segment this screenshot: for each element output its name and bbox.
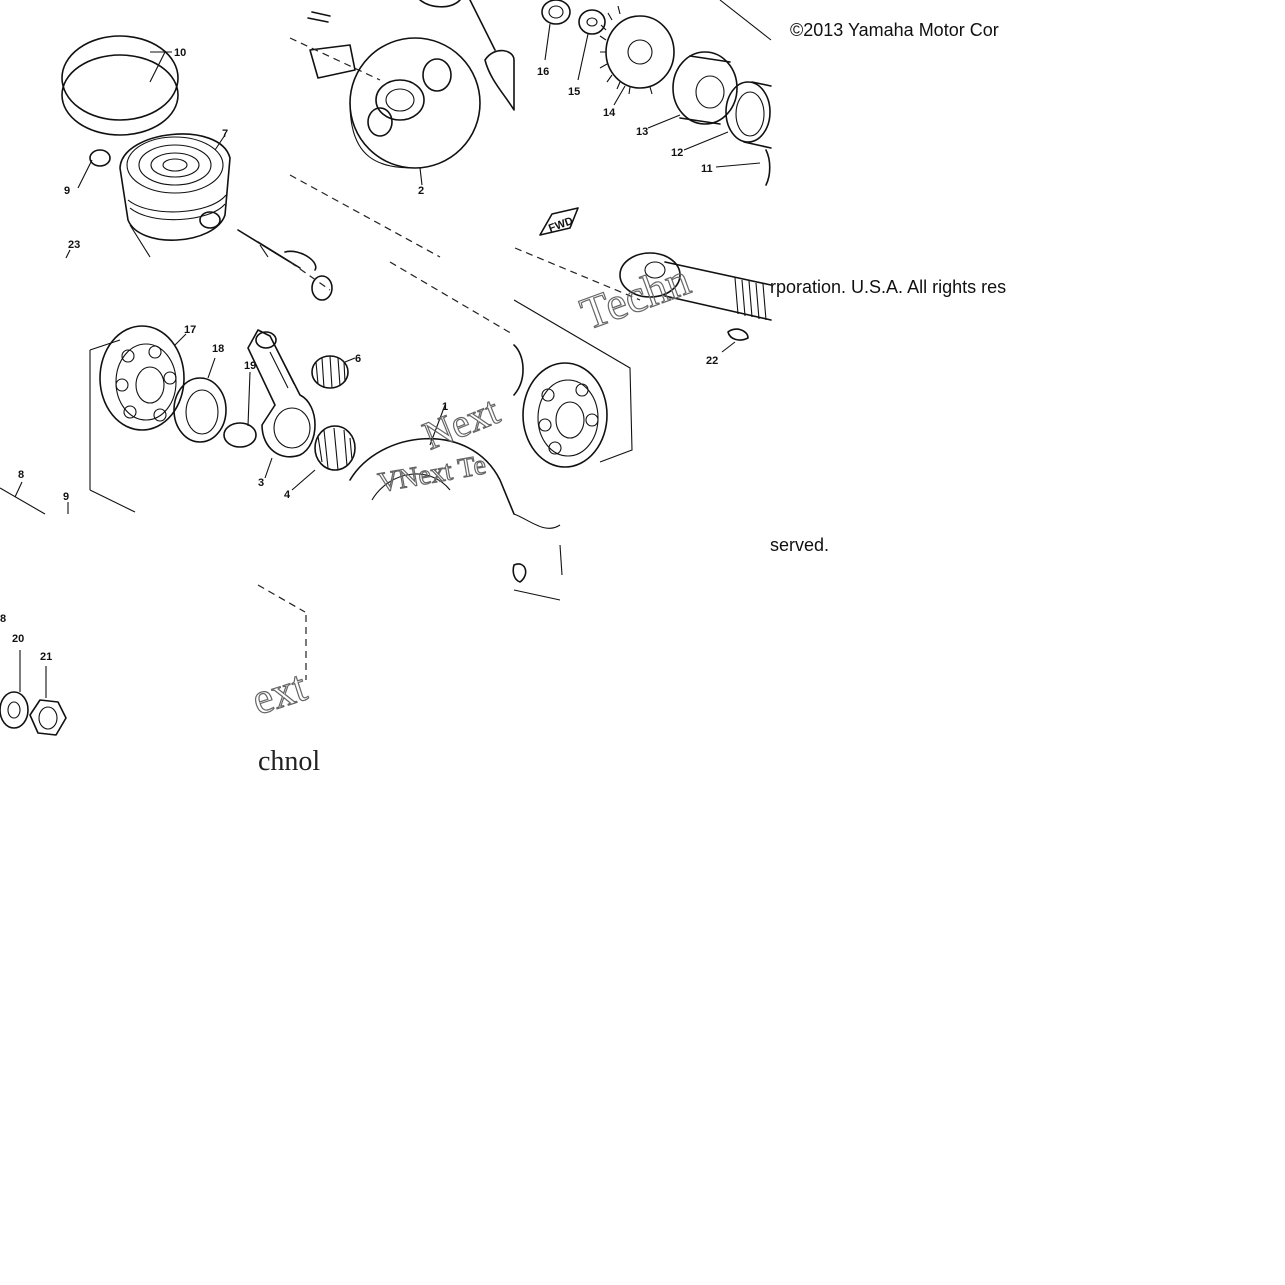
tile-piston: 10 7 9 23	[61, 35, 231, 259]
part-label-13: 13	[636, 126, 648, 138]
part-label-9: 9	[64, 185, 70, 197]
part-label-9b: 9	[63, 491, 69, 503]
part-label-21: 21	[40, 651, 52, 663]
nut-21	[29, 699, 67, 736]
part-label-18: 18	[212, 343, 224, 355]
fwd-arrow: FWD	[539, 207, 579, 236]
watermark-ext: ext	[246, 661, 312, 724]
copyright-line-1: ©2013 Yamaha Motor Cor	[790, 20, 999, 40]
nut-16	[541, 0, 571, 25]
oil-seal-18	[173, 377, 227, 443]
tile-conrod: 3 6 4 1 VNext Te Next	[247, 250, 515, 515]
woodruff-key-22	[727, 328, 749, 341]
part-label-20: 20	[12, 633, 24, 645]
part-label-2: 2	[418, 185, 424, 197]
bearing-partial	[484, 49, 515, 111]
part-label-6: 6	[355, 353, 361, 365]
part-label-8b: 8	[0, 613, 6, 625]
part-label-17: 17	[184, 324, 196, 336]
part-label-16: 16	[537, 66, 549, 78]
connecting-rod-3	[247, 329, 316, 458]
tile-gear-seal: 16 15 14 13 12 11 FWD	[537, 0, 772, 236]
collar-13	[672, 51, 738, 125]
crank-pin-shaft	[309, 44, 356, 79]
part-label-4: 4	[284, 489, 291, 501]
needle-bearing-4	[314, 425, 356, 471]
circlip	[89, 149, 111, 167]
crank-web-right-1	[349, 437, 515, 515]
part-label-10: 10	[174, 47, 186, 59]
bearing-right	[522, 362, 608, 468]
watermark-techn: Techn	[574, 253, 696, 339]
tile-crank-web: 2	[259, 0, 515, 258]
crankshaft-end	[619, 252, 772, 321]
clip	[311, 275, 333, 301]
part-label-15: 15	[568, 86, 580, 98]
crank-web-left	[349, 37, 481, 169]
needle-bearing-6	[311, 355, 349, 389]
part-label-12: 12	[671, 147, 683, 159]
copyright-line-2: rporation. U.S.A. All rights res	[770, 277, 1007, 297]
part-label-19: 19	[244, 360, 256, 372]
washer-20	[0, 691, 29, 729]
washer-15	[578, 9, 606, 35]
piston: 7	[119, 128, 231, 241]
part-label-8: 8	[18, 469, 24, 481]
bearing-17	[99, 325, 185, 431]
tile-bearing-right: 22 Techn	[513, 247, 772, 468]
piston-ring-upper	[61, 35, 179, 121]
part-label-11: 11	[701, 163, 713, 175]
part-label-7: 7	[222, 128, 228, 140]
drive-gear-14	[599, 5, 675, 95]
oil-seal-12	[725, 81, 772, 149]
key	[307, 11, 331, 23]
svg-text:FWD: FWD	[547, 215, 575, 235]
tile-bearing-left: 17 18 19 8 9	[0, 229, 301, 515]
watermark-chnol: chnol	[258, 746, 320, 777]
watermark-next: Next	[417, 387, 506, 458]
tile-lower-fragments: ext chnol 20 21 8	[0, 513, 563, 777]
part-label-22: 22	[706, 355, 718, 367]
washer-19	[223, 422, 257, 448]
part-label-23: 23	[68, 239, 80, 251]
part-label-14: 14	[603, 107, 616, 119]
part-label-3: 3	[258, 477, 264, 489]
piston-ring-lower	[61, 54, 179, 136]
part-label-1: 1	[442, 401, 448, 413]
copyright-line-3: served.	[770, 535, 830, 555]
